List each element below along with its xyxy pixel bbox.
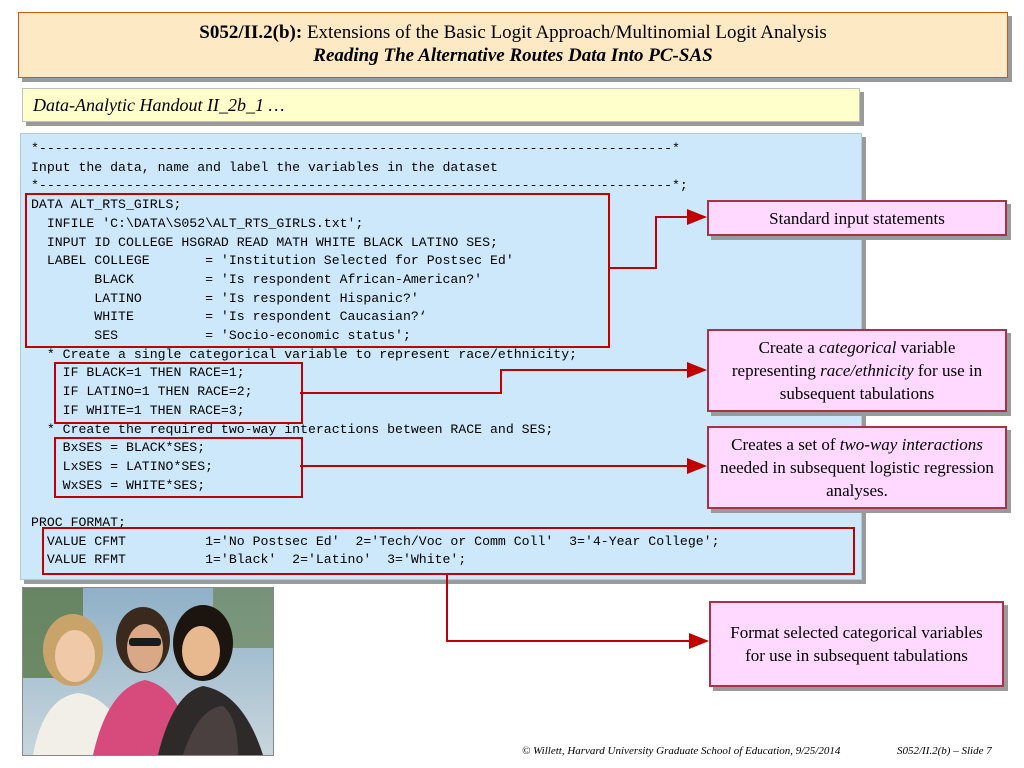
arrow-input <box>608 209 707 269</box>
slide-subtitle: Reading The Alternative Routes Data Into… <box>313 45 713 66</box>
footer-slide-number: S052/II.2(b) – Slide 7 <box>897 745 992 757</box>
code-line: Input the data, name and label the varia… <box>31 159 498 175</box>
callout-interactions-emphasis: two-way interactions <box>839 435 983 454</box>
code-line: BLACK = 'Is respondent African-American?… <box>31 271 483 287</box>
code-line: LATINO = 'Is respondent Hispanic?' <box>31 290 419 306</box>
code-line: PROC FORMAT; <box>31 515 126 531</box>
highlight-interaction-statements <box>54 437 303 498</box>
handout-label-box: Data-Analytic Handout II_2b_1 … <box>22 88 860 122</box>
arrow-race <box>300 362 707 394</box>
code-line: DATA ALT_RTS_GIRLS; <box>31 197 182 213</box>
callout-race-text-mid: variable representing <box>731 338 956 380</box>
code-line: BxSES = BLACK*SES; <box>31 440 206 456</box>
code-line: INFILE 'C:\DATA\S052\ALT_RTS_GIRLS.txt'; <box>31 215 364 231</box>
code-line: WHITE = 'Is respondent Caucasian?‘ <box>31 309 427 325</box>
code-line: * Create the required two-way interactio… <box>31 421 554 437</box>
callout-input-text: Standard input statements <box>769 208 945 228</box>
code-line: IF WHITE=1 THEN RACE=3; <box>31 402 245 418</box>
highlight-format-statements <box>42 527 855 575</box>
code-line: IF LATINO=1 THEN RACE=2; <box>31 384 253 400</box>
title-text: Extensions of the Basic Logit Approach/M… <box>302 22 827 43</box>
code-line: VALUE RFMT 1='Black' 2='Latino' 3='White… <box>31 552 467 568</box>
callout-interactions: Creates a set of two-way interactions ne… <box>707 426 1007 509</box>
callout-format: Format selected categorical variables fo… <box>709 601 1004 687</box>
callout-interactions-text-pre: Creates a set of <box>731 435 840 454</box>
code-line: *---------------------------------------… <box>31 178 688 194</box>
code-line: *---------------------------------------… <box>31 141 680 156</box>
code-line: VALUE CFMT 1='No Postsec Ed' 2='Tech/Voc… <box>31 533 720 549</box>
callout-interactions-text-post: needed in subsequent logistic regression… <box>720 458 994 500</box>
code-line: INPUT ID COLLEGE HSGRAD READ MATH WHITE … <box>31 234 498 250</box>
code-line: IF BLACK=1 THEN RACE=1; <box>31 365 245 381</box>
footer-copyright: © Willett, Harvard University Graduate S… <box>522 745 841 757</box>
code-line: LxSES = LATINO*SES; <box>31 458 214 474</box>
code-line: SES = 'Socio-economic status'; <box>31 328 411 344</box>
callout-input-statements: Standard input statements <box>707 200 1007 236</box>
handout-label: Data-Analytic Handout II_2b_1 … <box>33 95 285 115</box>
callout-race-emphasis-1: categorical <box>818 338 897 357</box>
students-photo <box>22 587 274 756</box>
highlight-input-statements <box>25 193 610 348</box>
arrow-format <box>446 573 709 649</box>
code-line: WxSES = WHITE*SES; <box>31 477 206 493</box>
sas-code: *---------------------------------------… <box>31 140 720 570</box>
callout-race-text-post: for use in subsequent tabulations <box>779 361 983 403</box>
callout-race-text-pre: Create a <box>758 338 819 357</box>
code-line: * Create a single categorical variable t… <box>31 346 578 362</box>
slide-title-box: S052/II.2(b): Extensions of the Basic Lo… <box>18 12 1008 78</box>
callout-race-emphasis-2: race/ethnicity <box>820 361 914 380</box>
callout-race-variable: Create a categorical variable representi… <box>707 329 1007 412</box>
slide-title: S052/II.2(b): Extensions of the Basic Lo… <box>19 21 1007 44</box>
callout-format-text: Format selected categorical variables fo… <box>730 623 983 665</box>
code-line: LABEL COLLEGE = 'Institution Selected fo… <box>31 253 514 269</box>
title-code: S052/II.2(b): <box>199 22 303 43</box>
